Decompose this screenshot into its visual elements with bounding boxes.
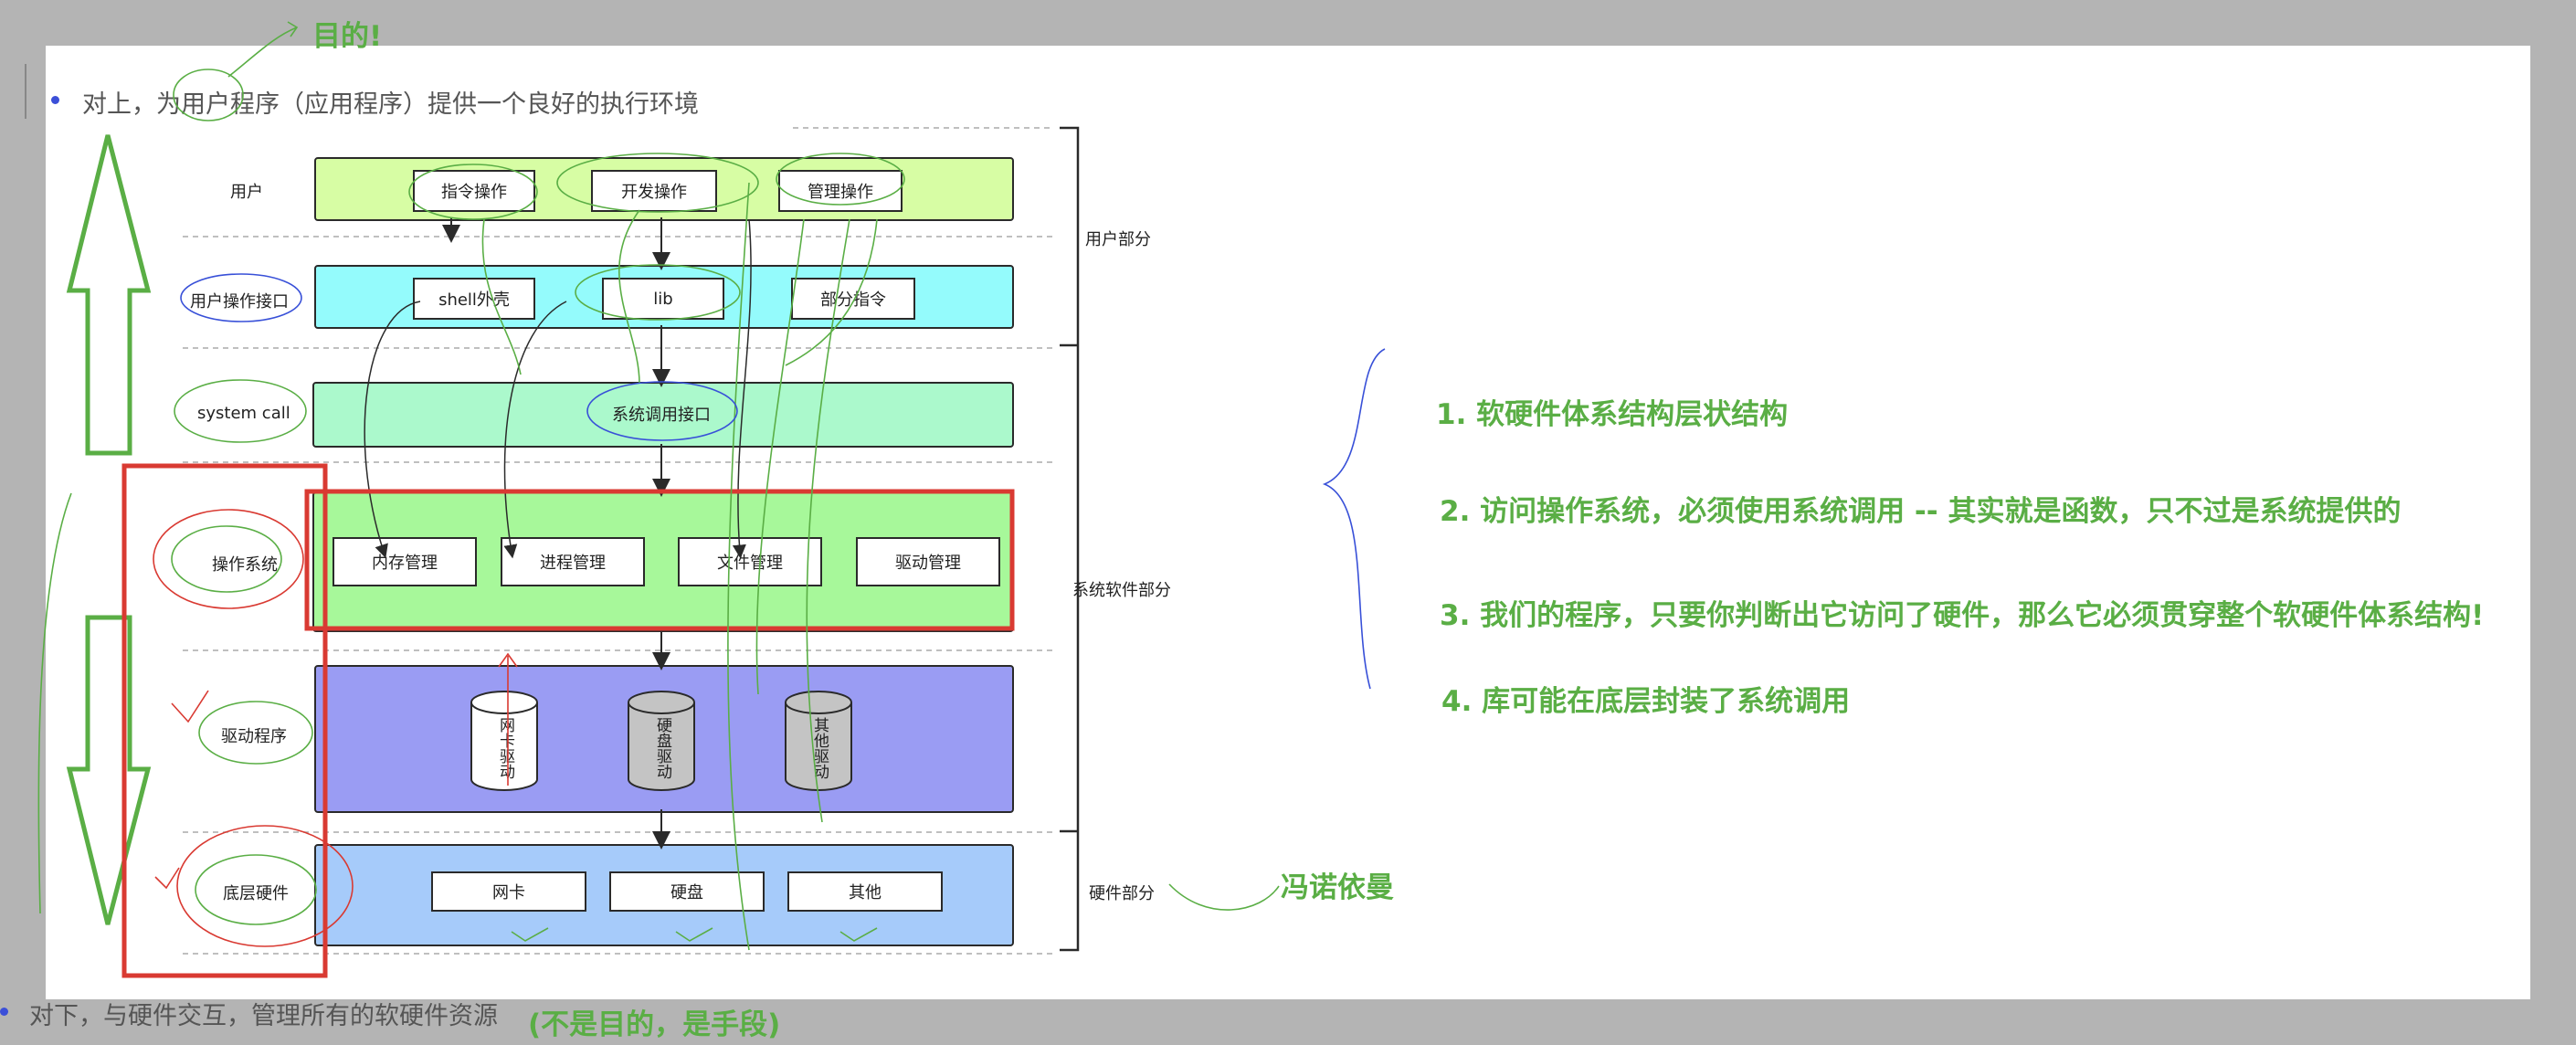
layer-label-hardware: 底层硬件 [223, 884, 289, 903]
bullet-dot [0, 1008, 8, 1016]
hardware-part-label: 硬件部分 [1089, 884, 1155, 903]
von-neumann-annotation: 冯诺依曼 [1281, 871, 1394, 904]
memory-mgmt-box: 内存管理 [333, 537, 477, 586]
bottom-annotation: (不是目的，是手段) [528, 1008, 781, 1041]
other-hw-box: 其他 [787, 871, 943, 912]
note-item: 4. 库可能在底层封装了系统调用 [1441, 685, 1851, 718]
driver-mgmt-box: 驱动管理 [856, 537, 1000, 586]
bullet-top-text: 对上，为用户程序（应用程序）提供一个良好的执行环境 [82, 90, 699, 119]
user-part-label: 用户部分 [1085, 230, 1151, 249]
note-item: 1. 软硬件体系结构层状结构 [1436, 398, 1789, 431]
goal-annotation: 目的! [312, 20, 383, 53]
layer-label-driver: 驱动程序 [221, 727, 287, 746]
syscall-interface-label: 系统调用接口 [612, 406, 711, 425]
file-mgmt-box: 文件管理 [678, 537, 822, 586]
nic-box: 网卡 [431, 871, 586, 912]
nic-driver-label: 网卡驱动 [496, 717, 514, 779]
layer-label-syscall: system call [197, 404, 290, 423]
disk-box: 硬盘 [609, 871, 765, 912]
command-op-box: 指令操作 [413, 170, 535, 212]
disk-driver-label: 硬盘驱动 [653, 717, 671, 779]
lib-box: lib [602, 278, 724, 320]
note-item: 2. 访问操作系统，必须使用系统调用 -- 其实就是函数，只不过是系统提供的 [1440, 495, 2402, 528]
partial-cmd-box: 部分指令 [791, 278, 915, 320]
bullet-dot [51, 96, 59, 104]
note-item: 3. 我们的程序，只要你判断出它访问了硬件，那么它必须贯穿整个软硬件体系结构! [1440, 599, 2485, 632]
other-driver-label: 其他驱动 [810, 717, 829, 779]
system-part-label: 系统软件部分 [1072, 581, 1171, 600]
layer-label-os: 操作系统 [212, 555, 278, 575]
bullet-bottom-text: 对下，与硬件交互，管理所有的软硬件资源 [29, 1002, 498, 1030]
disk-driver-cylinder [628, 691, 695, 791]
shell-box: shell外壳 [413, 278, 535, 320]
process-mgmt-box: 进程管理 [501, 537, 645, 586]
layer-label-ui: 用户操作接口 [190, 292, 289, 311]
admin-op-box: 管理操作 [778, 170, 903, 212]
layer-label-user: 用户 [230, 183, 263, 202]
dev-op-box: 开发操作 [591, 170, 717, 212]
